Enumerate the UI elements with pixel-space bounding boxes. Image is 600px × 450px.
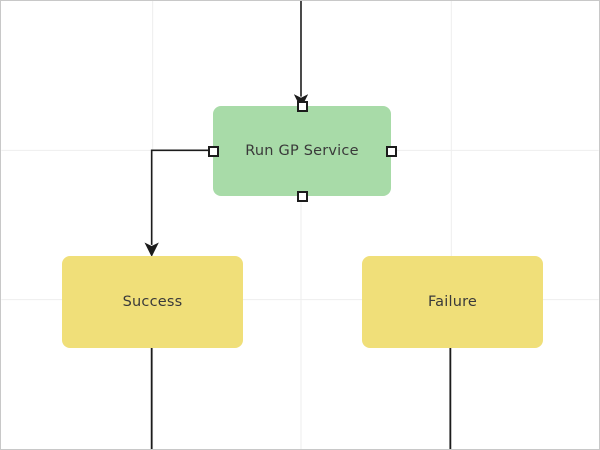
node-run-gp-service[interactable]: Run GP Service xyxy=(213,106,391,196)
port-handle-right[interactable] xyxy=(385,145,397,157)
node-label-success: Success xyxy=(122,294,183,310)
port-handle-bottom[interactable] xyxy=(296,190,308,202)
port-handle-top[interactable] xyxy=(296,100,308,112)
node-label-run-gp-service: Run GP Service xyxy=(245,143,359,159)
edge-run-to-success[interactable] xyxy=(144,149,211,257)
node-label-failure: Failure xyxy=(427,294,478,310)
node-failure[interactable]: Failure xyxy=(362,256,543,348)
port-handle-left[interactable] xyxy=(207,145,219,157)
node-success[interactable]: Success xyxy=(62,256,243,348)
